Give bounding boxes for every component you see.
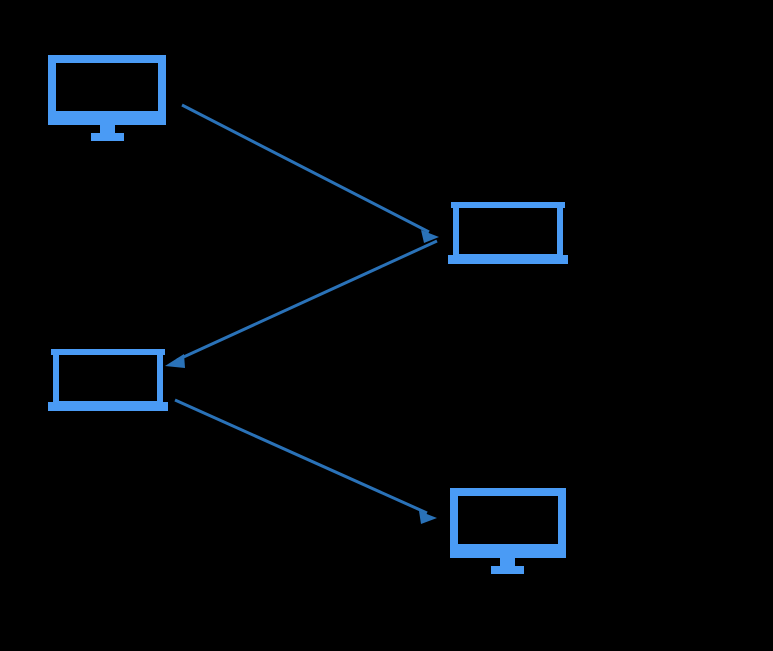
arrowhead-icon — [165, 354, 185, 368]
laptop-icon — [48, 349, 168, 411]
node-laptop-left[interactable] — [48, 349, 168, 411]
connection-arrow-1[interactable] — [181, 103, 439, 243]
arrow-line — [176, 239, 438, 362]
desktop-monitor-icon — [48, 55, 166, 141]
connection-arrow-3[interactable] — [174, 398, 437, 524]
desktop-monitor-icon — [450, 488, 566, 574]
arrowhead-icon — [419, 511, 437, 524]
laptop-icon — [448, 202, 568, 264]
node-laptop-right[interactable] — [448, 202, 568, 264]
node-desktop-monitor-top-left[interactable] — [48, 55, 166, 141]
arrow-line — [174, 398, 428, 515]
node-layer — [48, 55, 568, 574]
arrowhead-icon — [421, 230, 439, 243]
arrow-line — [181, 103, 430, 234]
connection-layer — [165, 103, 439, 524]
connection-arrow-2[interactable] — [165, 239, 438, 368]
node-desktop-monitor-bottom-right[interactable] — [450, 488, 566, 574]
